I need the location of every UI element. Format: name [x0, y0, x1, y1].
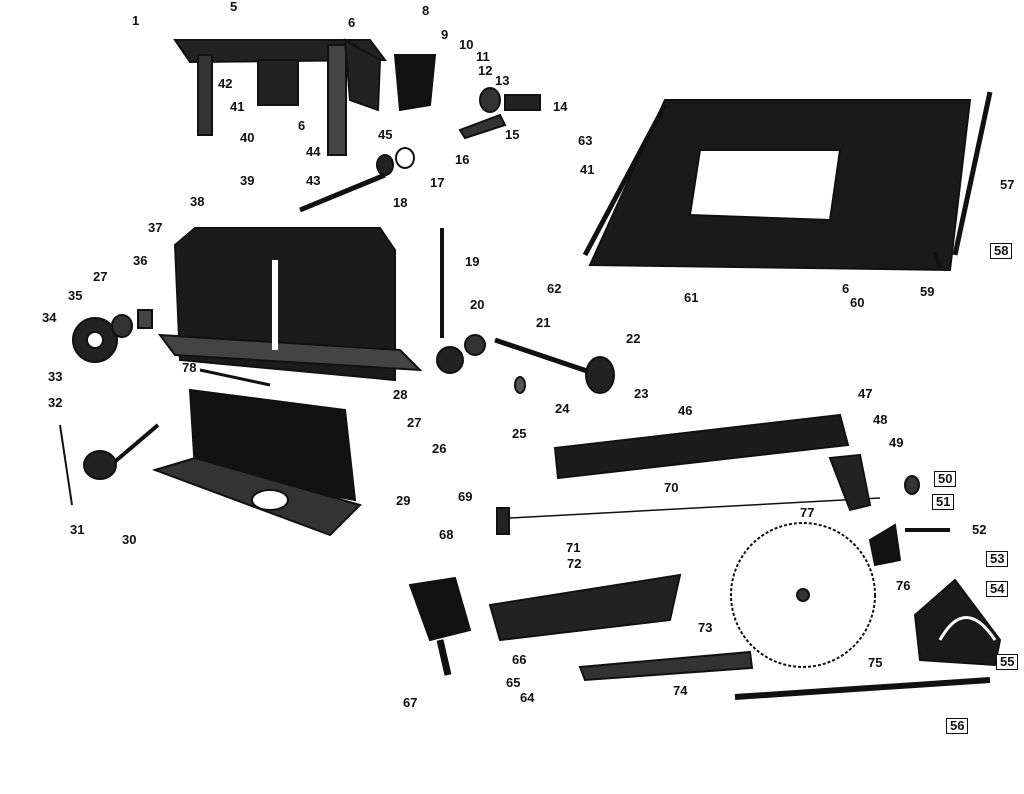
callout-62: 62 [547, 281, 562, 296]
callout-39: 39 [240, 173, 255, 188]
callout-12: 12 [478, 63, 493, 78]
callout-61: 61 [684, 290, 699, 305]
shaft-gear-parts [436, 228, 615, 394]
callout-14: 14 [553, 99, 568, 114]
callout-10: 10 [459, 37, 474, 52]
callout-78: 78 [182, 360, 197, 375]
small-parts-13-18 [299, 87, 541, 213]
callout-64: 64 [520, 690, 535, 705]
callout-35: 35 [68, 288, 83, 303]
callout-58: 58 [990, 243, 1013, 259]
callout-66: 66 [512, 652, 527, 667]
callout-55: 55 [996, 654, 1019, 670]
callout-30: 30 [122, 532, 137, 547]
callout-6-yoke: 6 [298, 118, 306, 133]
callout-32: 32 [48, 395, 63, 410]
pulley-parts [72, 309, 153, 363]
callout-44: 44 [306, 144, 321, 159]
callout-49: 49 [889, 435, 904, 450]
callout-28: 28 [393, 387, 408, 402]
callout-67: 67 [403, 695, 418, 710]
callout-34: 34 [42, 310, 57, 325]
callout-24: 24 [555, 401, 570, 416]
callout-42: 42 [218, 76, 233, 91]
callout-56: 56 [946, 718, 969, 734]
callout-13: 13 [495, 73, 510, 88]
callout-59: 59 [920, 284, 935, 299]
callout-45: 45 [378, 127, 393, 142]
callout-18: 18 [393, 195, 408, 210]
callout-50: 50 [934, 471, 957, 487]
callout-54: 54 [986, 581, 1009, 597]
callout-20: 20 [470, 297, 485, 312]
callout-74: 74 [673, 683, 688, 698]
callout-76: 76 [896, 578, 911, 593]
callout-27-left: 27 [93, 269, 108, 284]
callout-15: 15 [505, 127, 520, 142]
callout-6-table: 6 [842, 281, 850, 296]
callout-8: 8 [422, 3, 430, 18]
callout-5: 5 [230, 0, 238, 14]
callout-75: 75 [868, 655, 883, 670]
callout-33: 33 [48, 369, 63, 384]
callout-47: 47 [858, 386, 873, 401]
callout-22: 22 [626, 331, 641, 346]
callout-77: 77 [800, 505, 815, 520]
fence-bar [509, 413, 881, 519]
callout-73: 73 [698, 620, 713, 635]
callout-60: 60 [850, 295, 865, 310]
callout-46: 46 [678, 403, 693, 418]
callout-65: 65 [506, 675, 521, 690]
table-frame [582, 91, 993, 272]
motor-housing [157, 227, 423, 382]
callout-72: 72 [567, 556, 582, 571]
callout-51: 51 [932, 494, 955, 510]
callout-43: 43 [306, 173, 321, 188]
callout-57: 57 [1000, 177, 1015, 192]
miter-gauge [734, 578, 1002, 700]
callout-26: 26 [432, 441, 447, 456]
callout-40: 40 [240, 130, 255, 145]
callout-16: 16 [455, 152, 470, 167]
callout-36: 36 [133, 253, 148, 268]
callout-52: 52 [972, 522, 987, 537]
callout-38: 38 [190, 194, 205, 209]
callout-17: 17 [430, 175, 445, 190]
callout-29: 29 [396, 493, 411, 508]
crank-handle [59, 423, 160, 506]
callout-53: 53 [986, 551, 1009, 567]
callout-31: 31 [70, 522, 85, 537]
callout-6: 6 [348, 15, 356, 30]
callout-23: 23 [634, 386, 649, 401]
callout-27-right: 27 [407, 415, 422, 430]
callout-63: 63 [578, 133, 593, 148]
callout-69: 69 [458, 489, 473, 504]
saw-blade [730, 522, 876, 668]
callout-71: 71 [566, 540, 581, 555]
callout-48: 48 [873, 412, 888, 427]
callout-21: 21 [536, 315, 551, 330]
callout-19: 19 [465, 254, 480, 269]
blade-guard [408, 507, 754, 682]
callout-41-yoke: 41 [230, 99, 245, 114]
callout-41-table: 41 [580, 162, 595, 177]
fence-bracket [828, 453, 950, 567]
yoke-assembly [173, 38, 437, 156]
callout-68: 68 [439, 527, 454, 542]
callout-1: 1 [132, 13, 140, 28]
motor-base [151, 368, 362, 537]
callout-37: 37 [148, 220, 163, 235]
callout-25: 25 [512, 426, 527, 441]
callout-70: 70 [664, 480, 679, 495]
callout-9: 9 [441, 27, 449, 42]
callout-11: 11 [476, 49, 490, 64]
